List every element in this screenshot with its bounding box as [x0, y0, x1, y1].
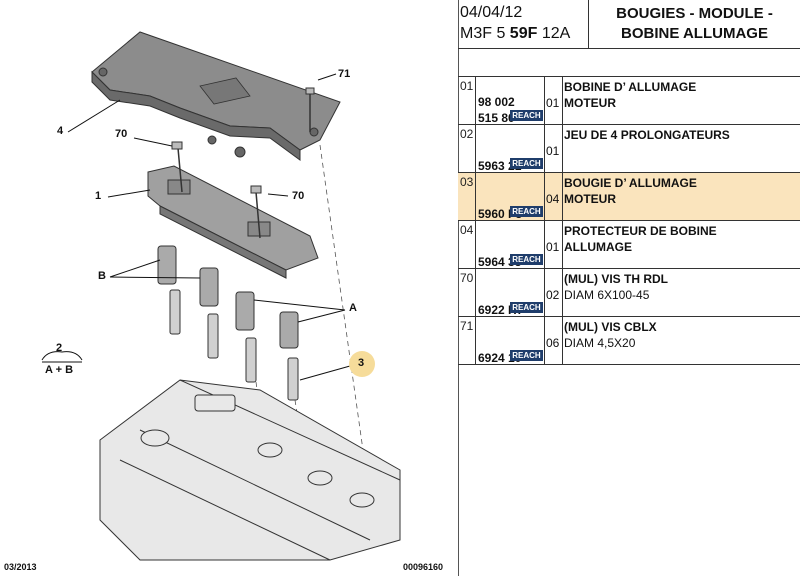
column-divider	[544, 125, 545, 172]
column-divider	[544, 317, 545, 364]
callout-70-right: 70	[292, 190, 305, 202]
callout-A-plus-B: A + B	[45, 364, 74, 376]
header-spacer	[458, 48, 800, 77]
column-divider	[562, 125, 563, 172]
callout-1: 1	[95, 190, 102, 202]
header-vehicle-code: M3F 5 59F 12A	[460, 25, 570, 43]
part-description: BOUGIE D’ ALLUMAGE	[564, 176, 697, 190]
spark-plugs-drawing	[169, 289, 299, 401]
part-description-line-2: DIAM 6X100-45	[564, 288, 650, 302]
screw-71-drawing	[305, 87, 315, 132]
callout-70-top: 70	[115, 128, 128, 140]
reach-badge: REACH	[510, 302, 543, 313]
part-description-line-2: DIAM 4,5X20	[564, 336, 636, 350]
callout-B: B	[98, 270, 106, 282]
engine-cover-drawing	[91, 31, 341, 161]
panel-divider	[458, 0, 459, 576]
title-line-2: BOBINE ALLUMAGE	[621, 25, 768, 42]
part-description: (MUL) VIS CBLX	[564, 320, 657, 334]
title-line-1: BOUGIES - MODULE -	[616, 5, 773, 22]
column-divider	[475, 125, 476, 172]
part-quantity: 01	[546, 144, 560, 158]
column-divider	[562, 173, 563, 220]
column-divider	[475, 77, 476, 124]
column-divider	[544, 221, 545, 268]
column-divider	[475, 173, 476, 220]
part-index: 71	[460, 319, 474, 333]
code-suffix: 12A	[537, 25, 571, 42]
column-divider	[544, 173, 545, 220]
callout-3-bubble	[349, 351, 375, 377]
part-description: BOBINE D’ ALLUMAGE	[564, 80, 697, 94]
callout-4: 4	[57, 125, 64, 137]
part-index: 70	[460, 271, 474, 285]
cylinder-head-drawing	[99, 379, 401, 561]
column-divider	[475, 317, 476, 364]
part-reference-line-1: 98 002	[478, 95, 515, 109]
part-index: 03	[460, 175, 474, 189]
exploded-diagram: 71 4 70 1 70 B A 2 A + B 3 03/2013 00096…	[4, 31, 444, 572]
part-description-line-2: ALLUMAGE	[564, 240, 632, 254]
part-quantity: 06	[546, 336, 560, 350]
part-description: (MUL) VIS TH RDL	[564, 272, 668, 286]
extenders-drawing	[157, 245, 299, 349]
part-description-line-2: MOTEUR	[564, 96, 616, 110]
column-divider	[475, 221, 476, 268]
callout-3: 3	[358, 357, 365, 369]
screws-70-drawing	[171, 141, 262, 239]
callout-71: 71	[338, 68, 351, 80]
part-reference: 515 80	[478, 111, 515, 125]
column-divider	[562, 77, 563, 124]
part-description: JEU DE 4 PROLONGATEURS	[564, 128, 730, 142]
callout-2: 2	[56, 342, 63, 354]
code-bold: 59F	[509, 25, 538, 42]
diagram-illustration	[41, 31, 401, 561]
header-date: 04/04/12	[460, 4, 523, 21]
code-prefix: M3F 5	[460, 25, 510, 42]
column-divider	[544, 77, 545, 124]
coil-module-drawing	[147, 165, 319, 279]
footer-date: 03/2013	[4, 562, 37, 572]
column-divider	[562, 317, 563, 364]
part-quantity: 01	[546, 96, 560, 110]
part-index: 02	[460, 127, 474, 141]
footer-reference: 00096160	[403, 562, 444, 572]
column-divider	[475, 269, 476, 316]
column-divider	[562, 221, 563, 268]
reach-badge: REACH	[510, 350, 543, 361]
part-description-line-2: MOTEUR	[564, 192, 616, 206]
page-title: BOUGIES - MODULE - BOBINE ALLUMAGE	[589, 4, 800, 44]
callout-A: A	[349, 302, 357, 314]
page-header: 04/04/12 M3F 5 59F 12A BOUGIES - MODULE …	[458, 0, 800, 49]
part-description: PROTECTEUR DE BOBINE	[564, 224, 717, 238]
part-index: 04	[460, 223, 474, 237]
part-index: 01	[460, 79, 474, 93]
part-quantity: 04	[546, 192, 560, 206]
reach-badge: REACH	[510, 254, 543, 265]
part-quantity: 01	[546, 240, 560, 254]
column-divider	[562, 269, 563, 316]
part-quantity: 02	[546, 288, 560, 302]
column-divider	[544, 269, 545, 316]
reach-badge: REACH	[510, 206, 543, 217]
reach-badge: REACH	[510, 110, 543, 121]
reach-badge: REACH	[510, 158, 543, 169]
header-divider	[588, 0, 589, 48]
